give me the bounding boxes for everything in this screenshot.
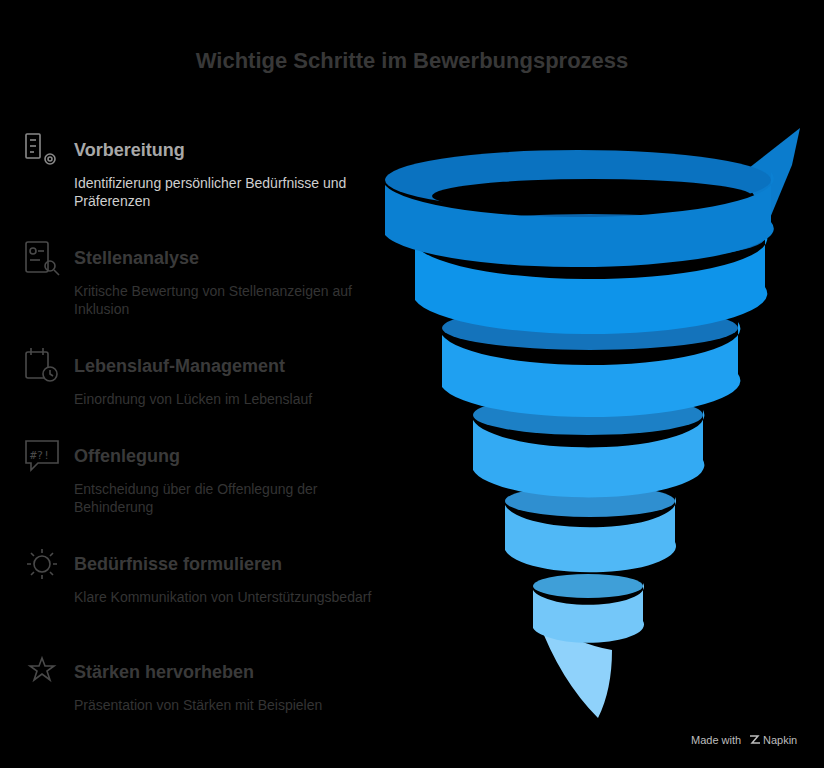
step-description: Kritische Bewertung von Stellenanzeigen … xyxy=(74,282,374,318)
svg-text:#?!: #?! xyxy=(30,449,50,462)
step-description: Einordnung von Lücken im Lebenslauf xyxy=(74,390,374,408)
step-description: Entscheidung über die Offenlegung der Be… xyxy=(74,480,374,516)
step-icons xyxy=(26,134,59,680)
step-heading: Stärken hervorheben xyxy=(74,662,254,683)
diagram-title: Wichtige Schritte im Bewerbungsprozess xyxy=(0,48,824,74)
step-description: Präsentation von Stärken mit Beispielen xyxy=(74,696,374,714)
watermark: Napkin xyxy=(763,734,797,746)
step-heading: Offenlegung xyxy=(74,446,180,467)
step-heading: Bedürfnisse formulieren xyxy=(74,554,282,575)
step-description: Identifizierung persönlicher Bedürfnisse… xyxy=(74,174,374,210)
step-heading: Vorbereitung xyxy=(74,140,185,161)
watermark: Made with xyxy=(691,734,741,746)
step-heading: Lebenslauf-Management xyxy=(74,356,285,377)
step-heading: Stellenanalyse xyxy=(74,248,199,269)
step-description: Klare Kommunikation von Unterstützungsbe… xyxy=(74,588,374,606)
